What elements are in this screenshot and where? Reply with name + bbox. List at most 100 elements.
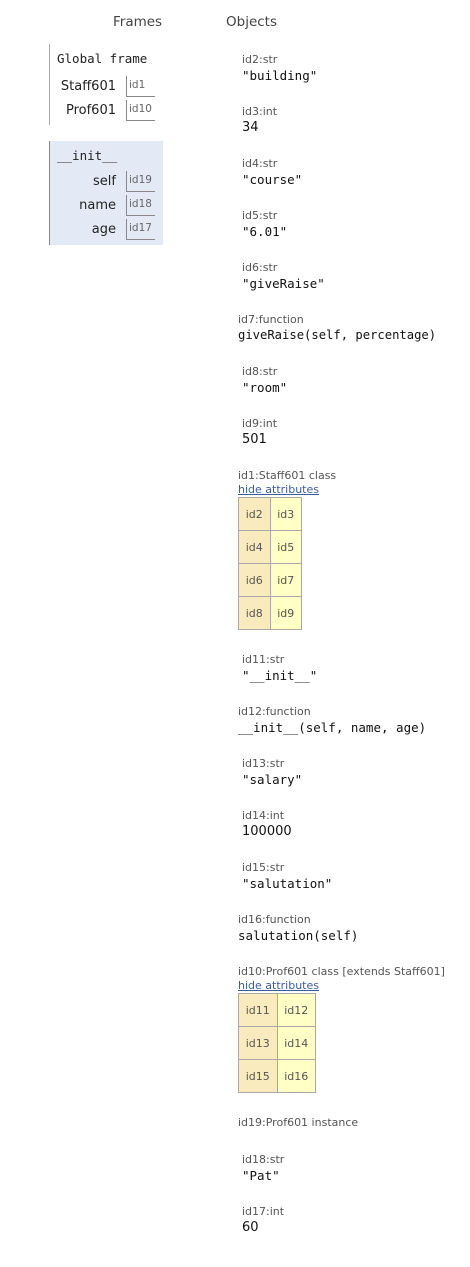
init-frame-title: __init__ [57, 148, 118, 163]
object-id15: id15:str "salutation" [242, 861, 332, 891]
var-row-self: self id19 [50, 171, 168, 193]
staff601-attributes-table: id2 id3 id4 id5 id6 id7 id8 id9 [238, 497, 302, 630]
attr-value: id7 [269, 563, 302, 597]
object-id14: id14:int 100000 [242, 809, 292, 839]
var-name: self [93, 174, 116, 189]
attr-key: id13 [238, 1026, 278, 1060]
object-id4: id4:str "course" [242, 157, 302, 187]
object-id9: id9:int 501 [242, 417, 277, 447]
object-id11: id11:str "__init__" [242, 653, 317, 683]
object-type: id14:int [242, 809, 285, 822]
attr-value: id14 [276, 1026, 316, 1060]
object-type: id2:str [242, 53, 278, 66]
object-type: id6:str [242, 261, 278, 274]
init-frame: __init__ self id19 name id18 age id17 [49, 141, 163, 245]
object-type: id16:function [238, 913, 311, 926]
object-value: "salary" [242, 772, 303, 787]
object-type: id12:function [238, 705, 311, 718]
attr-value: id9 [269, 596, 302, 630]
object-type: id8:str [242, 365, 278, 378]
attr-value: id5 [269, 530, 302, 564]
object-id16: id16:function salutation(self) [238, 913, 358, 943]
object-value: "salutation" [242, 876, 333, 891]
table-row: id15 id16 [238, 1059, 316, 1093]
object-id10-class: id10:Prof601 class [extends Staff601] hi… [238, 965, 445, 992]
object-id6: id6:str "giveRaise" [242, 261, 325, 291]
object-id5: id5:str "6.01" [242, 209, 287, 239]
global-frame-title: Global frame [57, 51, 148, 66]
var-ref: id19 [126, 171, 155, 192]
object-type: id11:str [242, 653, 285, 666]
object-value: "6.01" [242, 224, 288, 239]
attr-key: id4 [238, 530, 271, 564]
attr-value: id3 [269, 497, 302, 531]
object-id3: id3:int 34 [242, 105, 277, 135]
object-id13: id13:str "salary" [242, 757, 302, 787]
table-row: id11 id12 [238, 993, 316, 1027]
var-ref: id17 [126, 219, 155, 240]
hide-attributes-link[interactable]: hide attributes [238, 979, 319, 992]
attr-value: id12 [276, 993, 316, 1027]
var-ref: id10 [126, 100, 155, 121]
object-type: id15:str [242, 861, 285, 874]
attr-key: id15 [238, 1059, 278, 1093]
table-row: id8 id9 [238, 596, 302, 630]
object-id8: id8:str "room" [242, 365, 287, 395]
object-type: id7:function [238, 313, 304, 326]
object-value: "room" [242, 380, 288, 395]
object-value: giveRaise(self, percentage) [238, 328, 437, 342]
object-id18: id18:str "Pat" [242, 1153, 284, 1183]
object-type: id4:str [242, 157, 278, 170]
table-row: id2 id3 [238, 497, 302, 531]
object-value: 501 [242, 432, 267, 447]
object-value: 100000 [242, 824, 292, 839]
attr-key: id6 [238, 563, 271, 597]
hide-attributes-link[interactable]: hide attributes [238, 483, 319, 496]
object-value: __init__(self, name, age) [238, 720, 427, 735]
object-type: id3:int [242, 105, 278, 118]
object-type: id9:int [242, 417, 278, 430]
object-type: id10:Prof601 class [extends Staff601] [238, 965, 445, 978]
objects-header: Objects [226, 14, 278, 30]
var-name: Prof601 [65, 103, 116, 118]
attr-key: id8 [238, 596, 271, 630]
frames-header: Frames [113, 14, 163, 30]
object-id19-instance: id19:Prof601 instance [238, 1116, 358, 1129]
var-row-age: age id17 [50, 219, 168, 241]
object-value: "Pat" [242, 1168, 280, 1183]
object-value: salutation(self) [238, 928, 359, 943]
var-row-staff601: Staff601 id1 [50, 76, 168, 98]
attr-key: id11 [238, 993, 278, 1027]
prof601-attributes-table: id11 id12 id13 id14 id15 id16 [238, 993, 316, 1093]
table-row: id13 id14 [238, 1026, 316, 1060]
object-value: "__init__" [242, 668, 318, 683]
var-name: Staff601 [60, 79, 116, 94]
object-type: id19:Prof601 instance [238, 1116, 359, 1129]
object-type: id13:str [242, 757, 285, 770]
var-name: name [79, 198, 116, 213]
var-ref: id1 [126, 76, 155, 97]
var-row-name: name id18 [50, 195, 168, 217]
attr-key: id2 [238, 497, 271, 531]
object-id2: id2:str "building" [242, 53, 317, 83]
var-ref: id18 [126, 195, 155, 216]
object-type: id5:str [242, 209, 278, 222]
table-row: id6 id7 [238, 563, 302, 597]
object-type: id17:int [242, 1205, 285, 1218]
object-value: "course" [242, 172, 303, 187]
global-frame: Global frame Staff601 id1 Prof601 id10 [49, 44, 168, 125]
object-id1-class: id1:Staff601 class hide attributes [238, 469, 336, 496]
object-type: id1:Staff601 class [238, 469, 337, 482]
table-row: id4 id5 [238, 530, 302, 564]
var-row-prof601: Prof601 id10 [50, 100, 168, 122]
object-value: "giveRaise" [242, 276, 325, 291]
object-value: 60 [242, 1220, 259, 1235]
object-id7: id7:function giveRaise(self, percentage) [238, 313, 436, 342]
object-id17: id17:int 60 [242, 1205, 284, 1235]
attr-value: id16 [276, 1059, 316, 1093]
object-id12: id12:function __init__(self, name, age) [238, 705, 426, 735]
var-name: age [91, 222, 116, 237]
object-value: 34 [242, 120, 259, 135]
object-type: id18:str [242, 1153, 285, 1166]
object-value: "building" [242, 68, 318, 83]
